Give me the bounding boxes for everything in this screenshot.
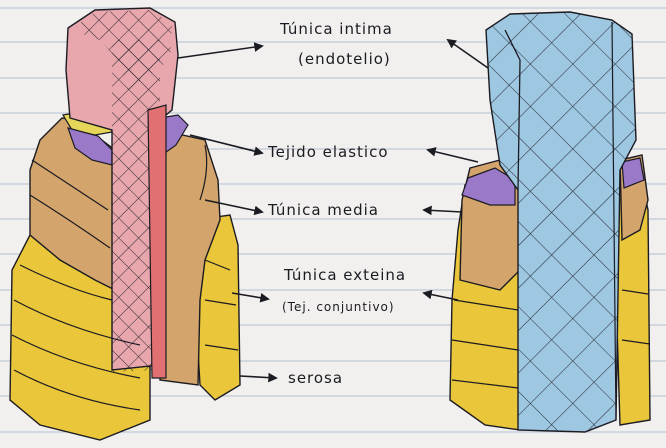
arrow-intima [178,46,262,58]
arrow-serosa [240,376,276,378]
arrow-media-right [424,210,462,212]
label-serosa: serosa [288,371,343,386]
arrow-elastico-right [428,150,478,162]
artery-left [10,8,240,440]
label-tej-conjuntivo: (Tej. conjuntivo) [282,301,395,313]
label-tunica-media: Túnica media [268,203,379,218]
label-tunica-intima: Túnica intima [280,22,393,37]
arrow-intima-right [448,40,488,68]
label-tunica-externa: Túnica exteina [284,268,406,283]
label-tejido-elastico: Tejido elastico [268,145,389,160]
vessel-right [450,12,650,432]
label-endotelio: (endotelio) [298,52,391,67]
